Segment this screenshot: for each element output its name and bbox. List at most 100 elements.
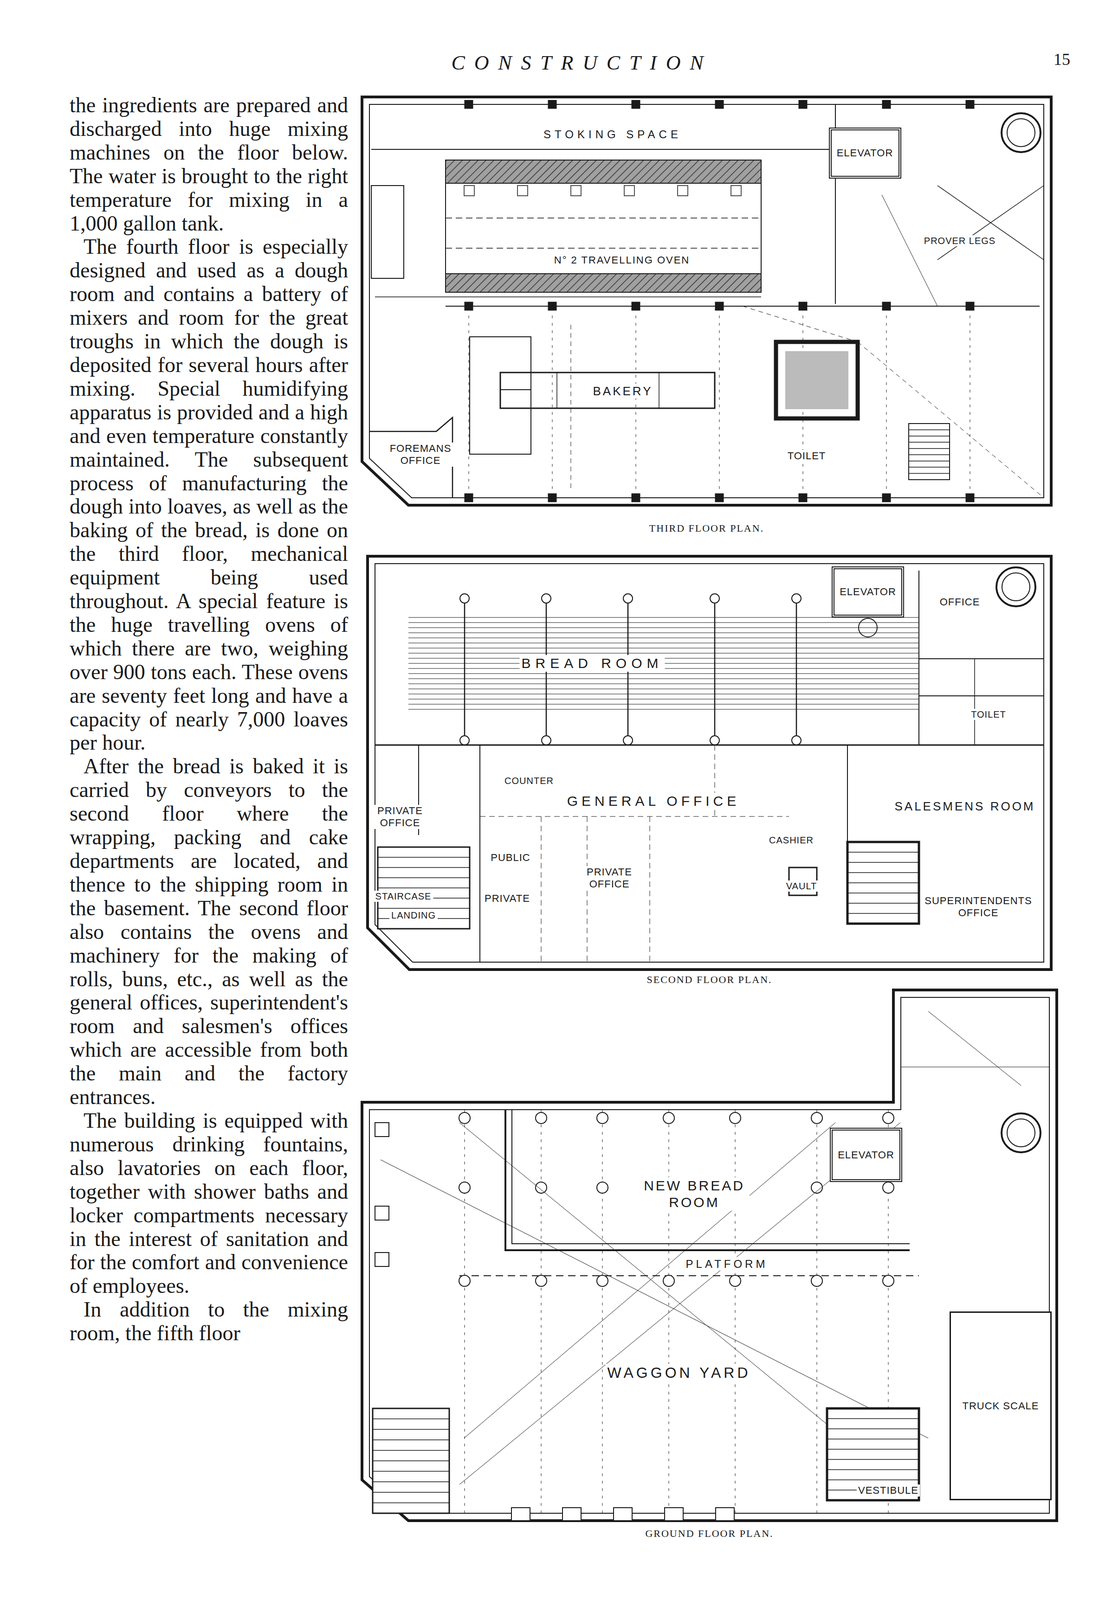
body-paragraph: The fourth floor is especially designed … [69, 235, 349, 756]
body-column: the ingredients are prepared and dischar… [69, 93, 349, 1346]
staircase [377, 847, 470, 930]
room: PRIVATE [480, 890, 534, 908]
column-circle [623, 594, 633, 604]
plan-line [408, 678, 919, 679]
plan-line [459, 1275, 919, 1277]
plan-line [445, 247, 762, 249]
column-circle [710, 594, 720, 604]
floor-plan: SECOND FLOOR PLAN.ELEVATOROFFICEPRIVATE … [367, 556, 1052, 970]
column-circle [458, 1182, 471, 1194]
plan-line [847, 913, 919, 915]
room-name: ELEVATOR [836, 1149, 896, 1162]
column-circle [663, 1275, 675, 1287]
room-name: PRIVATE OFFICE [372, 805, 428, 830]
plan-line [827, 1469, 919, 1471]
column [798, 100, 808, 109]
column-circle [1007, 1119, 1035, 1148]
plan-line [908, 466, 950, 468]
column [464, 100, 473, 109]
staircase [847, 842, 919, 925]
room-box: ELEVATOR [828, 127, 902, 179]
plan-line [372, 1481, 450, 1483]
room-name: PRIVATE [483, 892, 532, 906]
column [882, 493, 891, 503]
plan-line [900, 1067, 1050, 1068]
plan-label: NEW BREAD ROOM [639, 1177, 750, 1212]
plan-label: PROVER LEGS [922, 235, 998, 247]
room-box: TRUCK SCALE [949, 1312, 1052, 1501]
plan-label: PLATFORM [684, 1257, 770, 1272]
plan-line [380, 1160, 929, 1439]
door [664, 1508, 684, 1522]
body-paragraph: The building is equipped with numerous d… [69, 1109, 349, 1299]
plan-line [408, 688, 919, 690]
plan-line [735, 1110, 736, 1514]
plan-line [377, 877, 470, 879]
plan-line [847, 872, 919, 874]
plan-line [846, 745, 848, 843]
plan-line [908, 460, 950, 462]
staircase [372, 1409, 450, 1514]
column-circle [541, 594, 551, 604]
plan-line [377, 867, 470, 869]
column-circle [459, 594, 470, 604]
plan-line [969, 315, 971, 492]
plan-label: BREAD ROOM [519, 655, 665, 673]
plan-line [464, 603, 466, 738]
plan-line [908, 448, 950, 450]
plan-line [886, 315, 887, 492]
plan-caption: SECOND FLOOR PLAN. [367, 973, 1052, 987]
column [548, 100, 557, 109]
room: PRIVATE OFFICE [372, 802, 428, 832]
column [965, 302, 975, 311]
plan-line [857, 342, 1044, 498]
plan-line [408, 683, 919, 685]
plan-line [371, 148, 836, 150]
plan-line [908, 442, 950, 444]
plan-label: BAKERY [590, 384, 655, 399]
column [631, 100, 641, 109]
plan-line [827, 1459, 919, 1461]
room-box: ELEVATOR [831, 566, 905, 618]
column-circle [1007, 118, 1035, 147]
oven-outline [445, 183, 762, 274]
column-circle [882, 1182, 894, 1194]
plan-line [408, 637, 919, 639]
plan-line [847, 862, 919, 864]
inner-wall [374, 563, 1044, 963]
column [715, 302, 724, 311]
prover-fill [785, 351, 849, 410]
plan-line [827, 1428, 919, 1430]
room-name: SUPERINTENDENTS OFFICE [920, 895, 1036, 920]
column [798, 493, 808, 503]
plan-rect [730, 185, 742, 196]
room: FOREMANS OFFICE [385, 440, 456, 470]
plan-caption: GROUND FLOOR PLAN. [362, 1527, 1057, 1541]
page-number: 15 [1053, 49, 1071, 70]
bread-room-wall [511, 1110, 910, 1245]
plan-line [795, 603, 798, 738]
column-circle [623, 736, 633, 746]
plan-line [847, 882, 919, 884]
inner-wall [369, 997, 1050, 1514]
column-circle [458, 1275, 471, 1287]
room-name: PRIVATE OFFICE [581, 866, 638, 891]
plan-line [827, 1439, 919, 1441]
column-circle [541, 736, 551, 746]
plan-line [658, 372, 660, 409]
column-circle [882, 1275, 894, 1287]
room-name: ELEVATOR [838, 586, 898, 599]
plan-line [374, 744, 1044, 747]
column [882, 302, 891, 311]
plan-rect [570, 185, 582, 196]
plan-line [468, 315, 470, 492]
plan-line [918, 695, 1044, 697]
plan-line [464, 1110, 466, 1514]
plan-rect [464, 185, 475, 196]
plan-line [479, 745, 481, 963]
column-circle [858, 618, 878, 638]
boiler [371, 185, 404, 279]
plan-line [541, 1110, 542, 1514]
plan-label: TOILET [969, 709, 1009, 721]
column [548, 302, 557, 311]
